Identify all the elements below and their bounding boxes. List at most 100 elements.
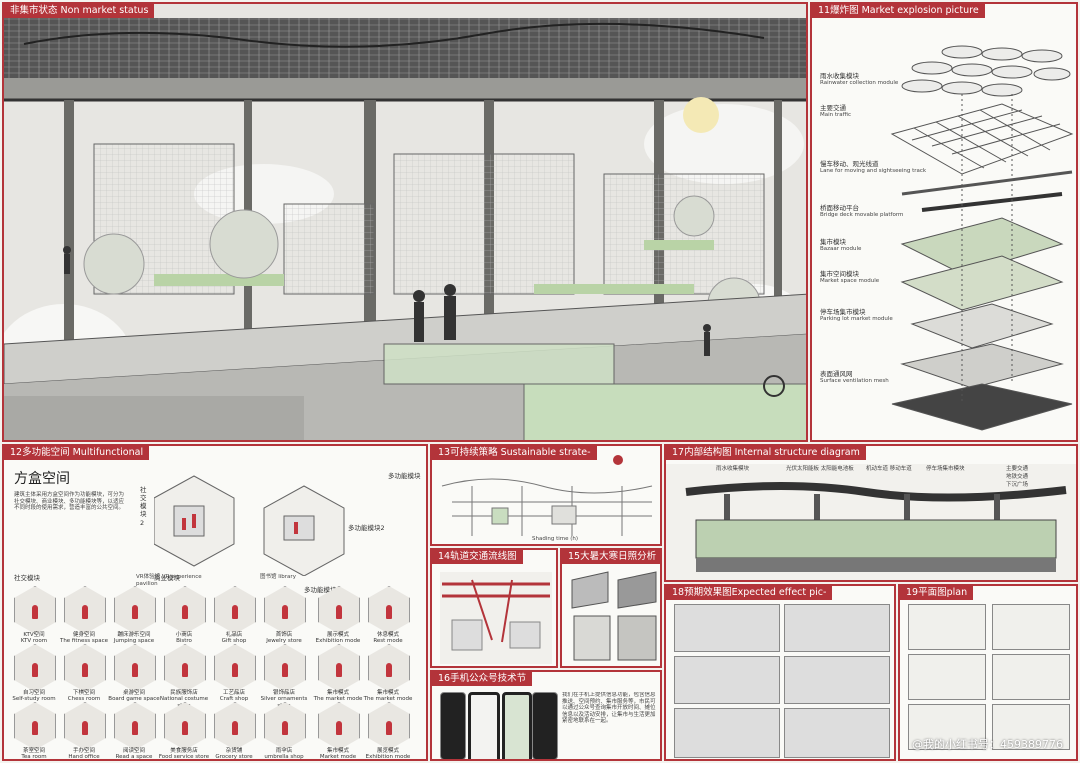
floor-plan-1 bbox=[908, 604, 986, 650]
module-hex-cell bbox=[214, 702, 256, 750]
explosion-label-en: Lane for moving and sightseeing track bbox=[820, 168, 927, 175]
internal-label: 地铁交通 bbox=[1006, 474, 1029, 480]
internal-label: 光伏太阳能板 太阳能电池板 bbox=[786, 466, 854, 472]
internal-label: 停车场集市模块 bbox=[926, 466, 965, 472]
watermark: @我的小红书号：459389776 bbox=[912, 738, 1063, 751]
module-hex-label-en: Jumping space bbox=[113, 638, 155, 645]
panel-multifunctional: 12多功能空间 Multifunctional 方盒空间 建筑主体采用方盒空间作… bbox=[2, 444, 428, 761]
multi-module-2-label: 多功能模块2 bbox=[348, 524, 385, 532]
module-hex-label-en: Gift shop bbox=[221, 638, 247, 645]
floor-plan-4 bbox=[992, 654, 1070, 700]
module-hex-cell bbox=[264, 586, 306, 634]
panel-wechat: 16手机公众号技术节 我们在手机上提供信息功能，包含信息推送、空间预约、集市服务… bbox=[430, 670, 662, 761]
module-hex-label-en: The market mode bbox=[313, 696, 363, 703]
floor-plan-2 bbox=[992, 604, 1070, 650]
module-hex-label-en: KTV room bbox=[20, 638, 48, 645]
effect-render-6 bbox=[784, 708, 890, 758]
internal-label: 主要交通 bbox=[1006, 466, 1029, 472]
module-hex-label-cn: 休息模式 bbox=[376, 632, 399, 638]
explosion-label-cn: 桥面移动平台 bbox=[820, 204, 859, 212]
module-hex-label-en: Market mode bbox=[319, 754, 357, 761]
panel-title-internal: 17内部结构图 Internal structure diagram bbox=[666, 446, 866, 460]
module-hex-cell bbox=[368, 702, 410, 750]
module-hex-cell bbox=[368, 644, 410, 692]
box-space-description: 建筑主体采用方盒空间作为功能模块，可分为社交模块、商业模块、多功能模块等，以适应… bbox=[14, 492, 125, 512]
explosion-label-en: Rainwater collection module bbox=[820, 80, 899, 87]
effect-render-3 bbox=[674, 656, 780, 704]
module-hex-cell bbox=[114, 702, 156, 750]
module-hex-label-cn: 首饰店 bbox=[275, 632, 293, 638]
module-hex-label-en: Exhibition mode bbox=[315, 638, 361, 645]
explosion-label-en: Bazaar module bbox=[820, 246, 862, 253]
module-hex-label-en: Board game space bbox=[108, 696, 160, 703]
module-hex-label-cn: 茶室空间 bbox=[22, 748, 45, 754]
explosion-label-cn: 集市空间模块 bbox=[820, 270, 859, 278]
module-hex-cell bbox=[64, 644, 106, 692]
module-hex-label-cn: 礼品店 bbox=[225, 632, 243, 638]
module-hex-label-en: Rest mode bbox=[373, 638, 403, 645]
module-hex-label-cn: 工艺品店 bbox=[222, 690, 245, 696]
module-hex-cell bbox=[114, 644, 156, 692]
module-hex-label-cn: 民族服饰店 bbox=[170, 690, 198, 696]
commerce-module-label: 商业模块 bbox=[154, 574, 180, 582]
module-hex-cell bbox=[114, 586, 156, 634]
shading-time-label: Shading time (h) bbox=[532, 536, 579, 542]
module-hex-cell bbox=[368, 586, 410, 634]
module-hex-cell bbox=[264, 702, 306, 750]
module-hex-label-cn: 小商店 bbox=[175, 632, 193, 638]
floor-plan-3 bbox=[908, 654, 986, 700]
module-hex-label-cn: 集市模式 bbox=[376, 690, 399, 696]
sustainable-section bbox=[441, 455, 653, 536]
module-hex-label-en: Tea room bbox=[21, 754, 47, 761]
sunlight-analysis bbox=[571, 571, 657, 661]
module-hex-label-cn: 阅读空间 bbox=[122, 748, 145, 754]
module-hex-label-cn: 健身空间 bbox=[72, 632, 95, 638]
phone-mockup-2 bbox=[468, 692, 500, 759]
explosion-label-en: Main traffic bbox=[820, 112, 852, 119]
library-label: 图书馆 library bbox=[260, 574, 296, 580]
module-hex-cell bbox=[14, 702, 56, 750]
module-axonometric bbox=[154, 475, 345, 576]
module-hex-cell bbox=[318, 586, 360, 634]
module-hex-label-en: The market mode bbox=[363, 696, 413, 703]
rail-flow-diagram bbox=[440, 572, 552, 664]
module-hex-label-en: Grocery store bbox=[215, 754, 253, 761]
effect-render-4 bbox=[784, 656, 890, 704]
module-hex-cell bbox=[164, 644, 206, 692]
module-hex-label-cn: 银饰品店 bbox=[272, 690, 295, 696]
panel-explosion: 11爆炸图 Market explosion picture 雨水收集模块 bbox=[810, 2, 1078, 442]
module-hex-cell bbox=[214, 586, 256, 634]
module-hex-label-cn: 集市模式 bbox=[326, 748, 349, 754]
module-hex-label-cn: 展示模式 bbox=[326, 632, 349, 638]
panel-title-non-market: 非集市状态 Non market status bbox=[4, 4, 155, 18]
panel-sunlight: 15大暑大寒日照分析 bbox=[560, 548, 662, 668]
multi-module-label: 多功能模块 bbox=[304, 586, 337, 594]
phone-mockup-4 bbox=[532, 692, 558, 759]
explosion-label-cn: 主要交通 bbox=[820, 104, 846, 112]
module-hex-label-cn: 杂货铺 bbox=[225, 748, 243, 754]
internal-label: 机动车道 移动车道 bbox=[866, 466, 912, 472]
module-hex-cell bbox=[214, 644, 256, 692]
effect-render-1 bbox=[674, 604, 780, 652]
module-hex-label-en: Chess room bbox=[67, 696, 101, 703]
module-hex-label-cn: 手办空间 bbox=[72, 748, 95, 754]
module-hex-label-en: umbrella shop bbox=[264, 754, 304, 761]
explosion-label-en: Surface ventilation mesh bbox=[820, 378, 889, 385]
module-hex-label-cn: 桌游空间 bbox=[122, 690, 145, 696]
module-hex-cell bbox=[318, 644, 360, 692]
module-hex-label-en: Exhibition mode bbox=[365, 754, 411, 761]
module-hex-cell bbox=[14, 644, 56, 692]
panel-plan: 19平面图plan @我的小红书号：459389776 bbox=[898, 584, 1078, 761]
internal-label: 雨水收集模块 bbox=[716, 466, 750, 472]
floor-plan-5 bbox=[908, 704, 986, 750]
module-hex-label-en: Read a space bbox=[115, 754, 153, 761]
